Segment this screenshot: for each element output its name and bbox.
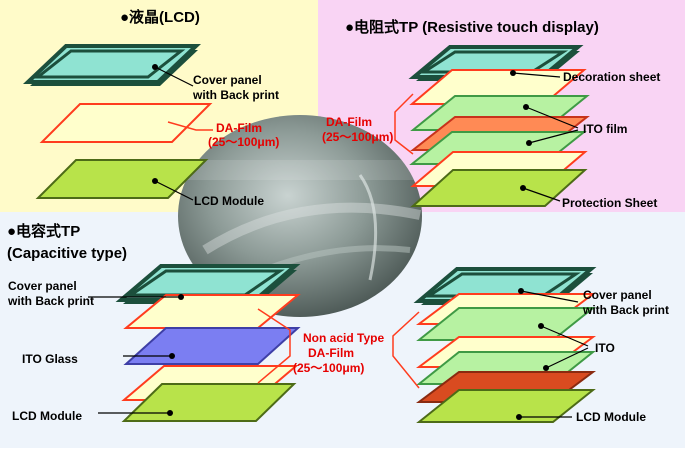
ito-glass-leader [123, 353, 175, 359]
lcd-da-film-sheet [39, 103, 213, 143]
lcd-film-pointer [167, 121, 213, 131]
resistive-film-label-line2: (25～100μm) [322, 130, 393, 144]
cap-right-cover-label-line1: Cover panel [583, 288, 652, 302]
cap-right-module-label: LCD Module [576, 410, 646, 424]
cap-right-ito-leader-2 [543, 347, 589, 371]
capacitive-title-line1: ●电容式TP [7, 222, 80, 240]
cap-left-module-sheet [121, 383, 297, 422]
ito-leader-1 [523, 104, 579, 129]
lcd-film-label-line2: (25～100μm) [208, 135, 279, 149]
cap-right-cover-label-line2: with Back print [582, 303, 669, 317]
resistive-film-bracket [394, 93, 414, 155]
cap-right-ito-leader-1 [538, 323, 589, 347]
cap-right-module-leader [516, 414, 572, 420]
protection-sheet-label: Protection Sheet [562, 196, 657, 210]
non-acid-film-label-line1: Non acid Type [303, 331, 384, 345]
lcd-module-leader [152, 178, 194, 201]
protection-sheet [410, 169, 588, 207]
ito-leader-2 [526, 129, 579, 146]
resistive-title: ●电阻式TP (Resistive touch display) [345, 18, 599, 36]
cap-left-cover-label-line2: with Back print [7, 294, 94, 308]
cap-right-film-bracket [392, 311, 420, 389]
lcd-film-label-line1: DA-Film [216, 121, 262, 135]
lcd-module-label: LCD Module [194, 194, 264, 208]
cap-right-ito-label: ITO [595, 341, 615, 355]
lcd-cover-label-line2: with Back print [192, 88, 279, 102]
capacitive-title-line2: (Capacitive type) [7, 245, 127, 262]
cap-right-module-sheet [416, 389, 596, 423]
non-acid-film-label-line2: DA-Film [308, 346, 354, 360]
cap-right-cover-leader [518, 288, 579, 303]
non-acid-film-label-line3: (25～100μm) [293, 361, 364, 375]
protection-leader [520, 185, 561, 202]
lcd-title: ●液晶(LCD) [120, 8, 200, 26]
ito-glass-label: ITO Glass [22, 352, 78, 366]
lcd-module-sheet [35, 159, 209, 199]
lcd-cover-panel-sheet [22, 44, 202, 86]
cap-left-cover-leader [88, 294, 184, 300]
cap-left-cover-label-line1: Cover panel [8, 279, 77, 293]
cap-left-module-label: LCD Module [12, 409, 82, 423]
cap-left-module-leader [98, 410, 173, 416]
decoration-sheet-label: Decoration sheet [563, 70, 660, 84]
ito-glass-sheet [123, 327, 301, 365]
layer-stacks [22, 44, 597, 423]
resistive-film-label-line1: DA-Film [326, 115, 372, 129]
cap-left-film-bracket [257, 308, 291, 384]
lcd-cover-leader [152, 64, 194, 87]
lcd-cover-label-line1: Cover panel [193, 73, 262, 87]
decoration-leader [510, 70, 561, 78]
ito-film-label: ITO film [583, 122, 627, 136]
